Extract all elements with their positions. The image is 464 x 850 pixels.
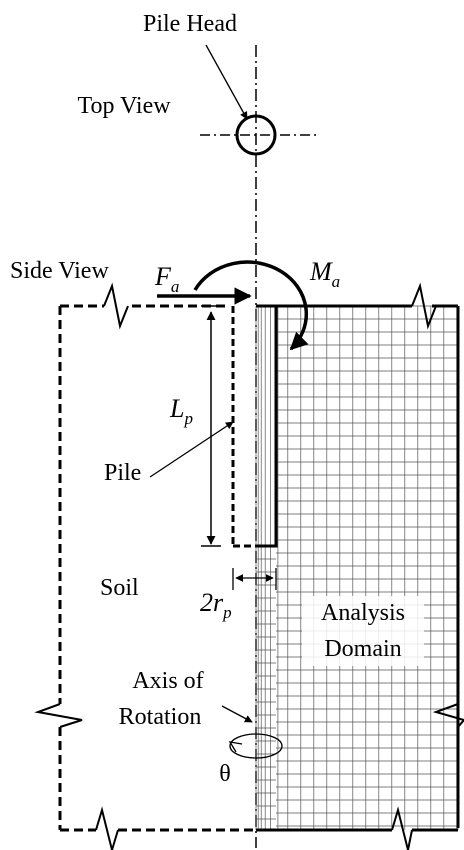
axis-pointer [221, 705, 253, 723]
pile-length-label: Lp [169, 394, 193, 428]
side-view-label: Side View [10, 258, 109, 284]
pile-label: Pile [104, 460, 141, 486]
pile-outline [231, 306, 256, 548]
diameter-label: 2rp [200, 588, 232, 622]
moment-label: Ma [309, 257, 340, 291]
analysis-domain-label-2: Domain [324, 636, 401, 662]
axis-label-1: Axis of [132, 668, 203, 694]
pile-right-half [256, 304, 278, 548]
break-symbols [34, 282, 464, 850]
moment-arrow [193, 260, 309, 351]
analysis-domain-label-1: Analysis [321, 600, 405, 626]
analysis-domain-mesh [255, 305, 459, 830]
soil-label: Soil [100, 575, 139, 601]
rotation-arrowhead [228, 741, 243, 753]
analysis-label-backdrop [302, 596, 424, 666]
pile-pointer [149, 421, 234, 478]
rotation-ellipse [229, 733, 283, 759]
theta-label: θ [219, 761, 231, 787]
pile-head-label: Pile Head [143, 11, 237, 37]
soil-outline [58, 304, 256, 832]
top-view-label: Top View [77, 93, 171, 119]
pile-head-pointer [205, 44, 248, 120]
axis-label-2: Rotation [119, 704, 202, 730]
force-label: Fa [154, 262, 179, 296]
